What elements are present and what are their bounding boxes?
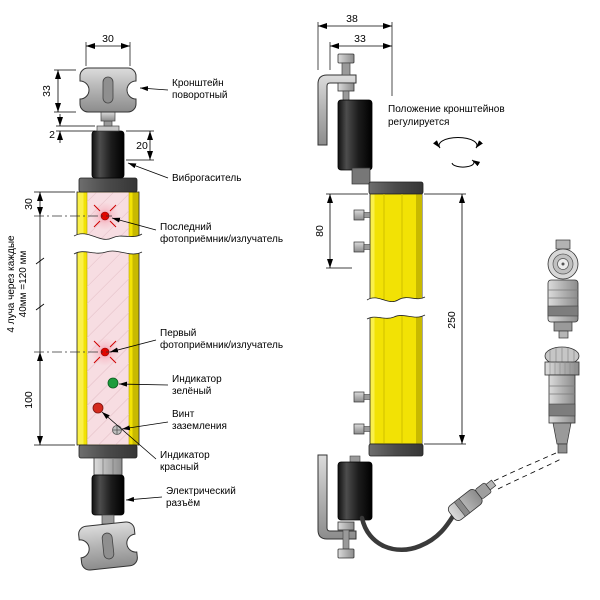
bracket-slot bbox=[101, 532, 115, 560]
mount-bolt bbox=[353, 241, 371, 253]
callout-red-ind-line1: Индикатор bbox=[160, 450, 210, 461]
dim-mount-offset: 80 bbox=[314, 225, 326, 237]
side-damper-top bbox=[337, 99, 373, 171]
callout-connector-line2: разъём bbox=[166, 498, 200, 509]
mating-guide bbox=[493, 452, 557, 482]
mount-bolt bbox=[353, 423, 371, 435]
callout-adjust-line1: Положение кронштейнов bbox=[388, 104, 505, 115]
dim-bracket-width: 30 bbox=[102, 33, 114, 45]
dim-damper-height: 20 bbox=[136, 140, 148, 152]
side-end-cap-bottom bbox=[368, 443, 424, 457]
side-damper-bottom bbox=[337, 461, 373, 521]
green-indicator bbox=[107, 377, 119, 389]
chain-ticks bbox=[35, 257, 45, 311]
dim-side-total: 38 bbox=[346, 13, 358, 25]
beam-note-line2: 40мм =120 мм bbox=[18, 251, 29, 318]
callout-damper: Виброгаситель bbox=[172, 172, 241, 184]
nut bbox=[100, 111, 116, 122]
bottom-bracket bbox=[78, 521, 138, 571]
dim-last-zone: 100 bbox=[23, 391, 35, 409]
cable-plug bbox=[447, 479, 497, 521]
connector-detail-bottom bbox=[544, 346, 580, 454]
callout-green-ind-line2: зелёный bbox=[172, 386, 211, 397]
body-highlight bbox=[77, 192, 84, 445]
body-highlight bbox=[370, 194, 375, 444]
dim-first-zone: 30 bbox=[23, 198, 35, 210]
stud bbox=[103, 120, 113, 127]
callout-bracket-line2: поворотный bbox=[172, 90, 228, 101]
dimensions: 30 33 2 20 30 100 4 луча через каждые 40 bbox=[6, 13, 466, 446]
beam-rays bbox=[93, 340, 117, 364]
vibration-damper-top bbox=[91, 130, 125, 179]
end-cap-bottom bbox=[78, 444, 138, 459]
mating-guide bbox=[497, 458, 562, 490]
side-top-bracket bbox=[317, 74, 357, 146]
body-shade bbox=[416, 194, 422, 444]
side-top-bolt bbox=[337, 53, 355, 102]
callout-first-beam-line2: фотоприёмник/излучатель bbox=[160, 339, 283, 351]
body-shade bbox=[132, 192, 139, 445]
callouts: Кронштейн поворотный Виброгаситель После… bbox=[101, 78, 505, 509]
top-bracket bbox=[79, 67, 137, 113]
side-end-cap-top bbox=[368, 181, 424, 195]
callout-green-ind-line1: Индикатор bbox=[172, 374, 222, 385]
callout-last-beam-line2: фотоприёмник/излучатель bbox=[160, 233, 283, 245]
callout-adjust-line2: регулируется bbox=[388, 117, 449, 128]
mount-bolt bbox=[353, 209, 371, 221]
cable bbox=[359, 510, 458, 552]
dim-side-body: 33 bbox=[354, 33, 366, 45]
side-view bbox=[317, 53, 580, 559]
callout-ground-line1: Винт bbox=[172, 409, 195, 420]
red-indicator bbox=[92, 402, 104, 414]
callout-red-ind-line2: красный bbox=[160, 462, 199, 473]
dim-body-length: 250 bbox=[446, 311, 458, 329]
rotation-arrows-icon bbox=[433, 136, 483, 168]
connector-detail-top bbox=[547, 239, 579, 339]
mount-bolt bbox=[353, 391, 371, 403]
side-bottom-bolt bbox=[337, 521, 355, 559]
stud-bottom bbox=[101, 514, 115, 525]
dim-washer: 2 bbox=[49, 129, 55, 141]
body-break-front bbox=[73, 233, 143, 255]
side-bottom-bracket bbox=[317, 454, 357, 540]
callout-bracket-line1: Кронштейн bbox=[172, 78, 224, 89]
profile-lines bbox=[383, 194, 403, 444]
beam-note-line1: 4 луча через каждые bbox=[6, 235, 17, 333]
vibration-damper-bottom bbox=[91, 474, 125, 516]
washer bbox=[96, 125, 120, 132]
dim-bracket-height: 33 bbox=[41, 85, 53, 97]
damper-mount bbox=[351, 167, 371, 185]
callout-first-beam-line1: Первый bbox=[160, 328, 196, 339]
callout-last-beam-line1: Последний bbox=[160, 222, 211, 233]
hex-nut-bottom bbox=[93, 457, 123, 476]
front-view bbox=[73, 67, 143, 571]
body-break-side bbox=[366, 296, 426, 320]
callout-ground-line2: заземления bbox=[172, 421, 227, 432]
device-body-side bbox=[369, 193, 423, 445]
end-cap-top bbox=[78, 177, 138, 193]
callout-connector-line1: Электрический bbox=[166, 486, 236, 497]
bracket-slot bbox=[102, 76, 114, 104]
window-hatch bbox=[87, 192, 129, 445]
ground-screw bbox=[112, 425, 122, 435]
beam-last bbox=[91, 202, 119, 230]
beam-rays bbox=[93, 204, 117, 228]
